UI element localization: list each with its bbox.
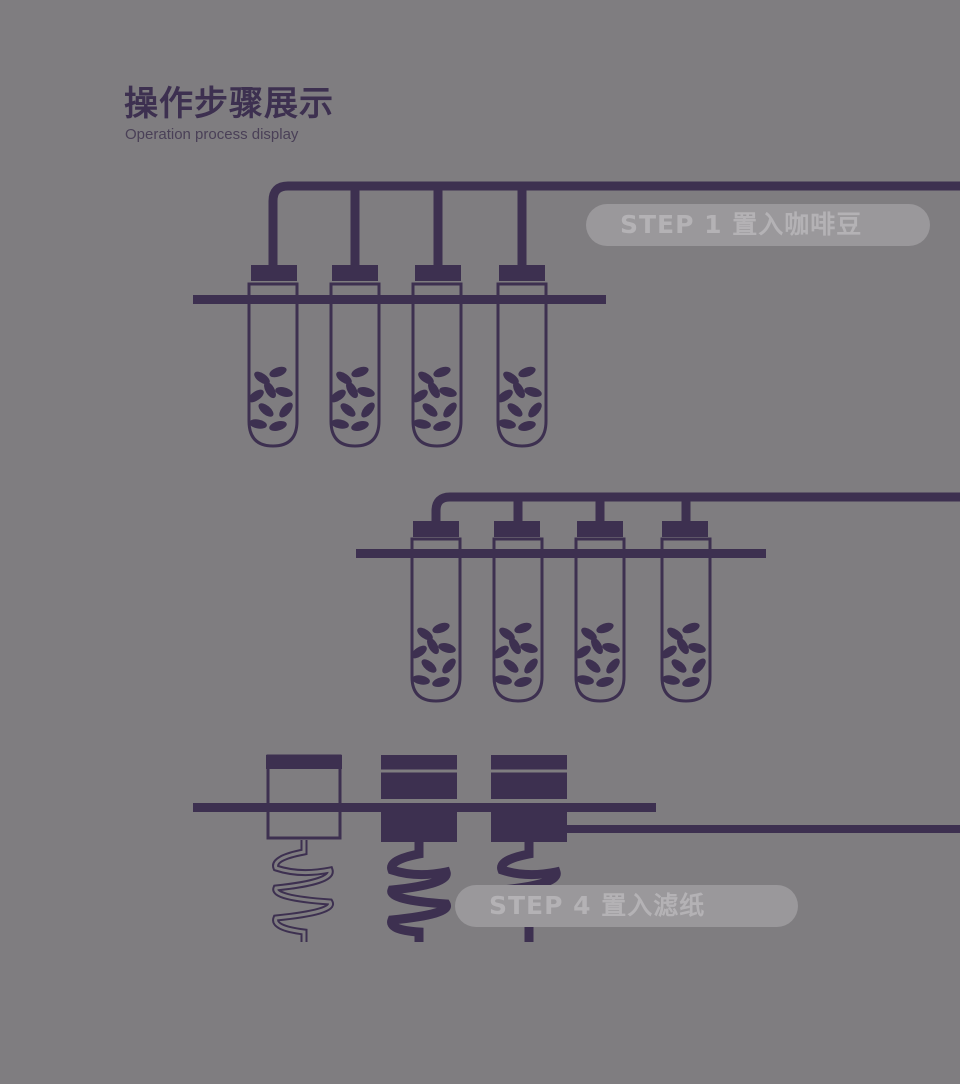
step4-label-pill: STEP 4 置入滤纸 bbox=[455, 885, 798, 927]
page-title: 操作步骤展示 bbox=[124, 84, 334, 124]
tube-rack-step1 bbox=[193, 181, 960, 448]
page-subtitle: Operation process display bbox=[125, 126, 299, 143]
tube-rack-step2 bbox=[356, 492, 960, 703]
coffee-beans-step1 bbox=[246, 364, 545, 433]
step1-label-pill: STEP 1 置入咖啡豆 bbox=[586, 204, 930, 246]
heater-rack-step4 bbox=[193, 754, 960, 942]
